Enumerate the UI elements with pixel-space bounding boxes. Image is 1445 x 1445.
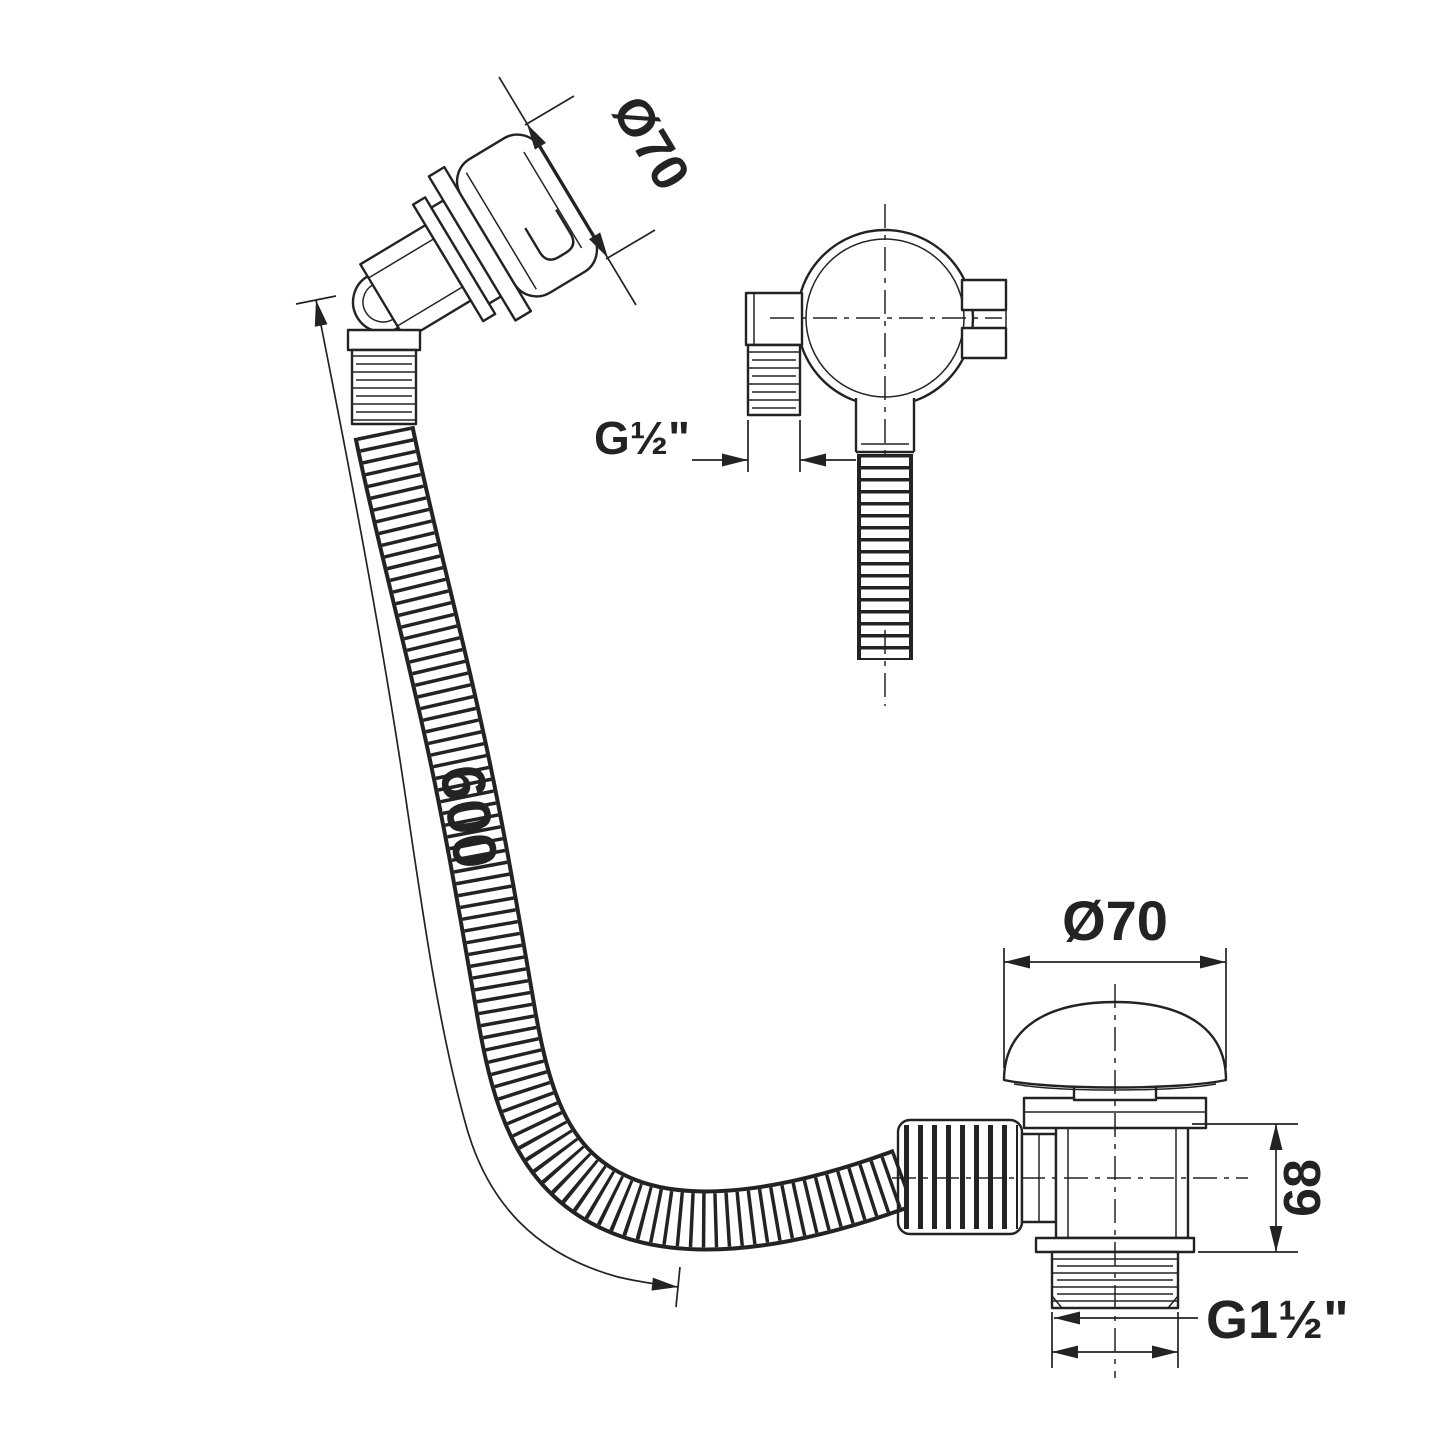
waste-tee-body: [1054, 1122, 1190, 1240]
overflow-front-view: [744, 228, 1008, 660]
waste-height-label: 68: [1274, 1159, 1332, 1217]
hose-length-label: 600: [426, 760, 510, 873]
overflow-thread-lines: [352, 355, 416, 421]
clamp-tab-upper: [960, 278, 1008, 312]
overflow-outlet-elbow: [744, 291, 804, 347]
dim-hose-length: 600: [295, 295, 681, 1308]
overflow-side-view: [346, 133, 599, 426]
overflow-thread-label: G½": [594, 412, 690, 464]
outlet-thread-lines: [748, 351, 800, 409]
overflow-thread-tube: [350, 348, 418, 426]
dim-waste-thread: G1½": [1051, 1290, 1349, 1368]
elbow-collar: [346, 328, 422, 352]
dim-overflow-thread: G½": [594, 412, 856, 472]
faceplate-slot: [524, 209, 575, 261]
centerlines: [770, 204, 1248, 1378]
overflow-outlet-thread: [746, 343, 802, 417]
waste-thread-label: G1½": [1206, 1290, 1349, 1350]
waste-assembly: [898, 1000, 1228, 1310]
dim-waste-height: 68: [1192, 1123, 1332, 1253]
clamp-tab-lower: [960, 326, 1008, 360]
dim-waste-diameter: Ø70: [1003, 889, 1227, 1068]
waste-diameter-label: Ø70: [1062, 889, 1168, 952]
overflow-diameter-label: Ø70: [600, 86, 700, 200]
